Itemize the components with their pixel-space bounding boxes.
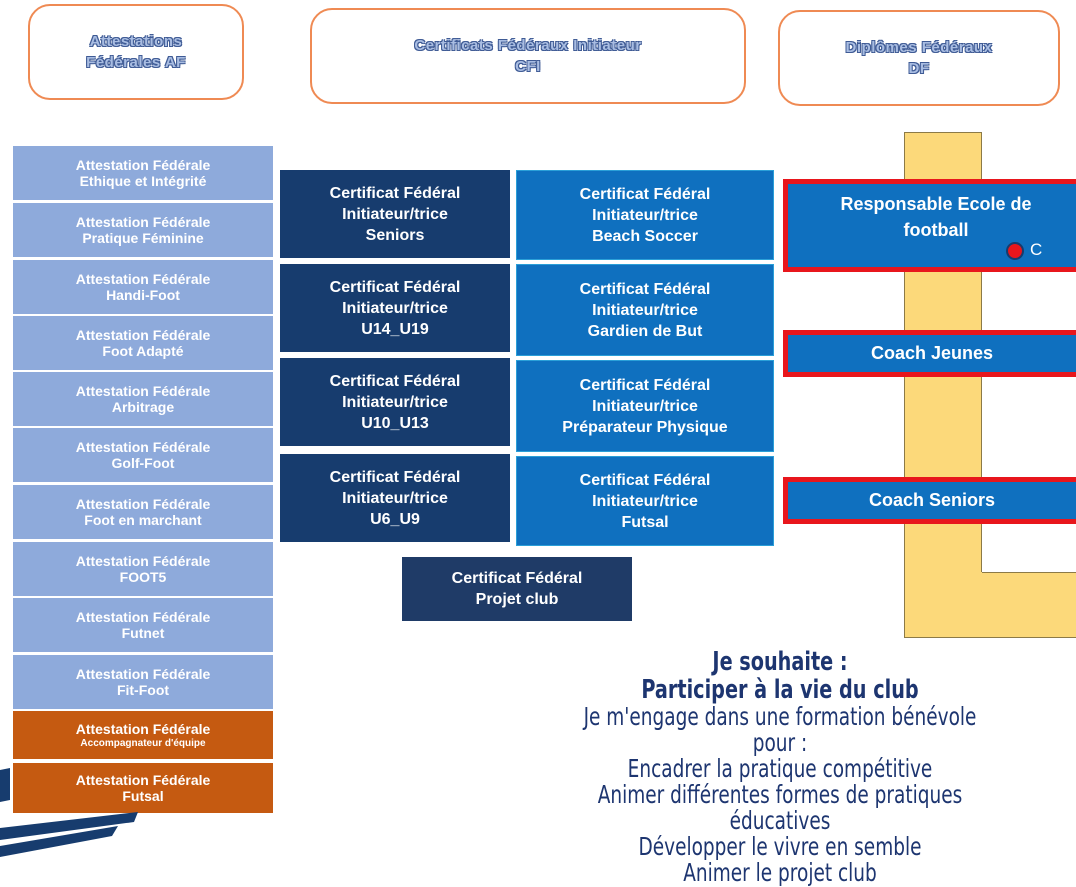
attestation-title: Attestation Fédérale <box>75 383 211 399</box>
cfi-line2: Initiateur/trice <box>592 397 698 415</box>
cfi-u6-u9: Certificat Fédéral Initiateur/trice U6_U… <box>280 454 510 542</box>
attestation-fit-foot: Attestation Fédérale Fit-Foot <box>12 654 274 710</box>
cfi-line1: Certificat Fédéral <box>329 372 461 390</box>
cfi-line1: Certificat Fédéral <box>579 471 711 489</box>
decorative-stripes <box>0 768 138 857</box>
cfi-line3: Gardien de But <box>587 322 703 340</box>
attestation-subtitle: Accompagnateur d'équipe <box>80 737 206 749</box>
header-attestations-label: Attestations Fédérales AF <box>86 33 186 71</box>
attestation-subtitle: Arbitrage <box>111 399 175 415</box>
cfi-line1: Certificat Fédéral <box>579 185 711 203</box>
header-certificats-label: Certificats Fédéraux Initiateur CFI <box>414 37 642 75</box>
cfi-line2: Initiateur/trice <box>592 206 698 224</box>
attestation-title: Attestation Fédérale <box>75 271 211 287</box>
cfi-line1: Certificat Fédéral <box>579 376 711 394</box>
df-coach-jeunes: Coach Jeunes <box>783 330 1076 377</box>
df-responsable-line2: football <box>903 220 969 240</box>
cfi-line3: Futsal <box>621 513 669 531</box>
df-responsable-line1: Responsable Ecole de <box>840 194 1032 214</box>
message-line5: Animer différentes formes de pratiques é… <box>597 780 963 835</box>
df-coach-seniors: Coach Seniors <box>783 477 1076 524</box>
cfi-gardien-de-but: Certificat Fédéral Initiateur/trice Gard… <box>516 264 774 356</box>
attestation-accompagnateur: Attestation Fédérale Accompagnateur d'éq… <box>12 710 274 760</box>
message-line4: Encadrer la pratique compétitive <box>627 754 933 783</box>
cfi-line2: Initiateur/trice <box>342 205 448 223</box>
cfi-line3: U10_U13 <box>361 414 429 432</box>
cfi-line1: Certificat Fédéral <box>329 468 461 486</box>
attestation-subtitle: Pratique Féminine <box>82 230 204 246</box>
attestation-foot-en-marchant: Attestation Fédérale Foot en marchant <box>12 484 274 540</box>
header-attestations: Attestations Fédérales AF <box>28 4 244 100</box>
attestation-subtitle: Foot Adapté <box>102 343 184 359</box>
attestation-subtitle: Futsal <box>122 788 164 804</box>
attestation-subtitle: Fit-Foot <box>116 682 170 698</box>
cfi-u10-u13: Certificat Fédéral Initiateur/trice U10_… <box>280 358 510 446</box>
attestation-title: Attestation Fédérale <box>75 553 211 569</box>
attestation-subtitle: Handi-Foot <box>106 287 180 303</box>
df-coach-jeunes-label: Coach Jeunes <box>870 343 994 363</box>
attestation-title: Attestation Fédérale <box>75 772 211 788</box>
attestation-title: Attestation Fédérale <box>75 720 211 737</box>
cfi-beach-soccer: Certificat Fédéral Initiateur/trice Beac… <box>516 170 774 260</box>
cfi-line2: Initiateur/trice <box>342 299 448 317</box>
message-line6: Développer le vivre en semble <box>638 832 922 861</box>
attestation-futsal: Attestation Fédérale Futsal <box>12 762 274 814</box>
cfi-line1: Certificat Fédéral <box>579 280 711 298</box>
cfi-line2: Initiateur/trice <box>592 492 698 510</box>
attestation-subtitle: Foot en marchant <box>84 512 202 528</box>
header-certificats: Certificats Fédéraux Initiateur CFI <box>310 8 746 104</box>
message-line2: Participer à la vie du club <box>641 675 919 705</box>
df-responsable-badge: C <box>1030 240 1043 259</box>
cfi-line3: Préparateur Physique <box>562 418 728 436</box>
message-line3: Je m'engage dans une formation bénévole … <box>583 702 977 757</box>
cfi-line3: Beach Soccer <box>592 227 698 245</box>
attestation-golf-foot: Attestation Fédérale Golf-Foot <box>12 427 274 483</box>
attestation-title: Attestation Fédérale <box>75 214 211 230</box>
cfi-line2: Initiateur/trice <box>592 301 698 319</box>
cfi-futsal: Certificat Fédéral Initiateur/trice Futs… <box>516 456 774 546</box>
projet-line1: Certificat Fédéral <box>451 570 583 587</box>
attestation-futnet: Attestation Fédérale Futnet <box>12 597 274 653</box>
attestation-title: Attestation Fédérale <box>75 666 211 682</box>
attestation-subtitle: Futnet <box>121 625 165 641</box>
df-path-corner-fill <box>905 572 982 637</box>
df-coach-seniors-label: Coach Seniors <box>868 490 996 510</box>
cfi-projet-club: Certificat Fédéral Projet club <box>402 557 632 621</box>
cfi-line3: U14_U19 <box>361 320 429 338</box>
attestation-feminine: Attestation Fédérale Pratique Féminine <box>12 202 274 258</box>
attestation-handi-foot: Attestation Fédérale Handi-Foot <box>12 259 274 315</box>
attestation-subtitle: FOOT5 <box>119 569 167 585</box>
cfi-u14-u19: Certificat Fédéral Initiateur/trice U14_… <box>280 264 510 352</box>
attestation-title: Attestation Fédérale <box>75 157 211 173</box>
attestation-foot5: Attestation Fédérale FOOT5 <box>12 541 274 597</box>
attestation-ethique: Attestation Fédérale Ethique et Intégrit… <box>12 145 274 201</box>
df-responsable-ecole: Responsable Ecole de football C <box>783 179 1076 272</box>
attestation-title: Attestation Fédérale <box>75 496 211 512</box>
attestation-title: Attestation Fédérale <box>75 609 211 625</box>
cfi-line2: Initiateur/trice <box>342 489 448 507</box>
attestation-subtitle: Golf-Foot <box>111 455 175 471</box>
cfi-line2: Initiateur/trice <box>342 393 448 411</box>
attestation-arbitrage: Attestation Fédérale Arbitrage <box>12 371 274 427</box>
cfi-preparateur-physique: Certificat Fédéral Initiateur/trice Prép… <box>516 360 774 452</box>
cfi-line3: Seniors <box>365 226 425 244</box>
projet-line2: Projet club <box>475 591 559 608</box>
cfi-seniors: Certificat Fédéral Initiateur/trice Seni… <box>280 170 510 258</box>
cfi-line3: U6_U9 <box>370 510 420 528</box>
attestation-subtitle: Ethique et Intégrité <box>79 173 207 189</box>
message-line7: Animer le projet club <box>683 858 877 887</box>
header-diplomes-label: Diplômes Fédéraux DF <box>845 39 993 77</box>
attestation-title: Attestation Fédérale <box>75 327 211 343</box>
attestation-foot-adapte: Attestation Fédérale Foot Adapté <box>12 315 274 371</box>
header-diplomes: Diplômes Fédéraux DF <box>778 10 1060 106</box>
uefa-badge-icon <box>1006 242 1024 260</box>
attestation-title: Attestation Fédérale <box>75 439 211 455</box>
message-line1: Je souhaite : <box>712 647 848 677</box>
message-block: Je souhaite : Participer à la vie du clu… <box>565 648 994 886</box>
cfi-line1: Certificat Fédéral <box>329 278 461 296</box>
cfi-line1: Certificat Fédéral <box>329 184 461 202</box>
